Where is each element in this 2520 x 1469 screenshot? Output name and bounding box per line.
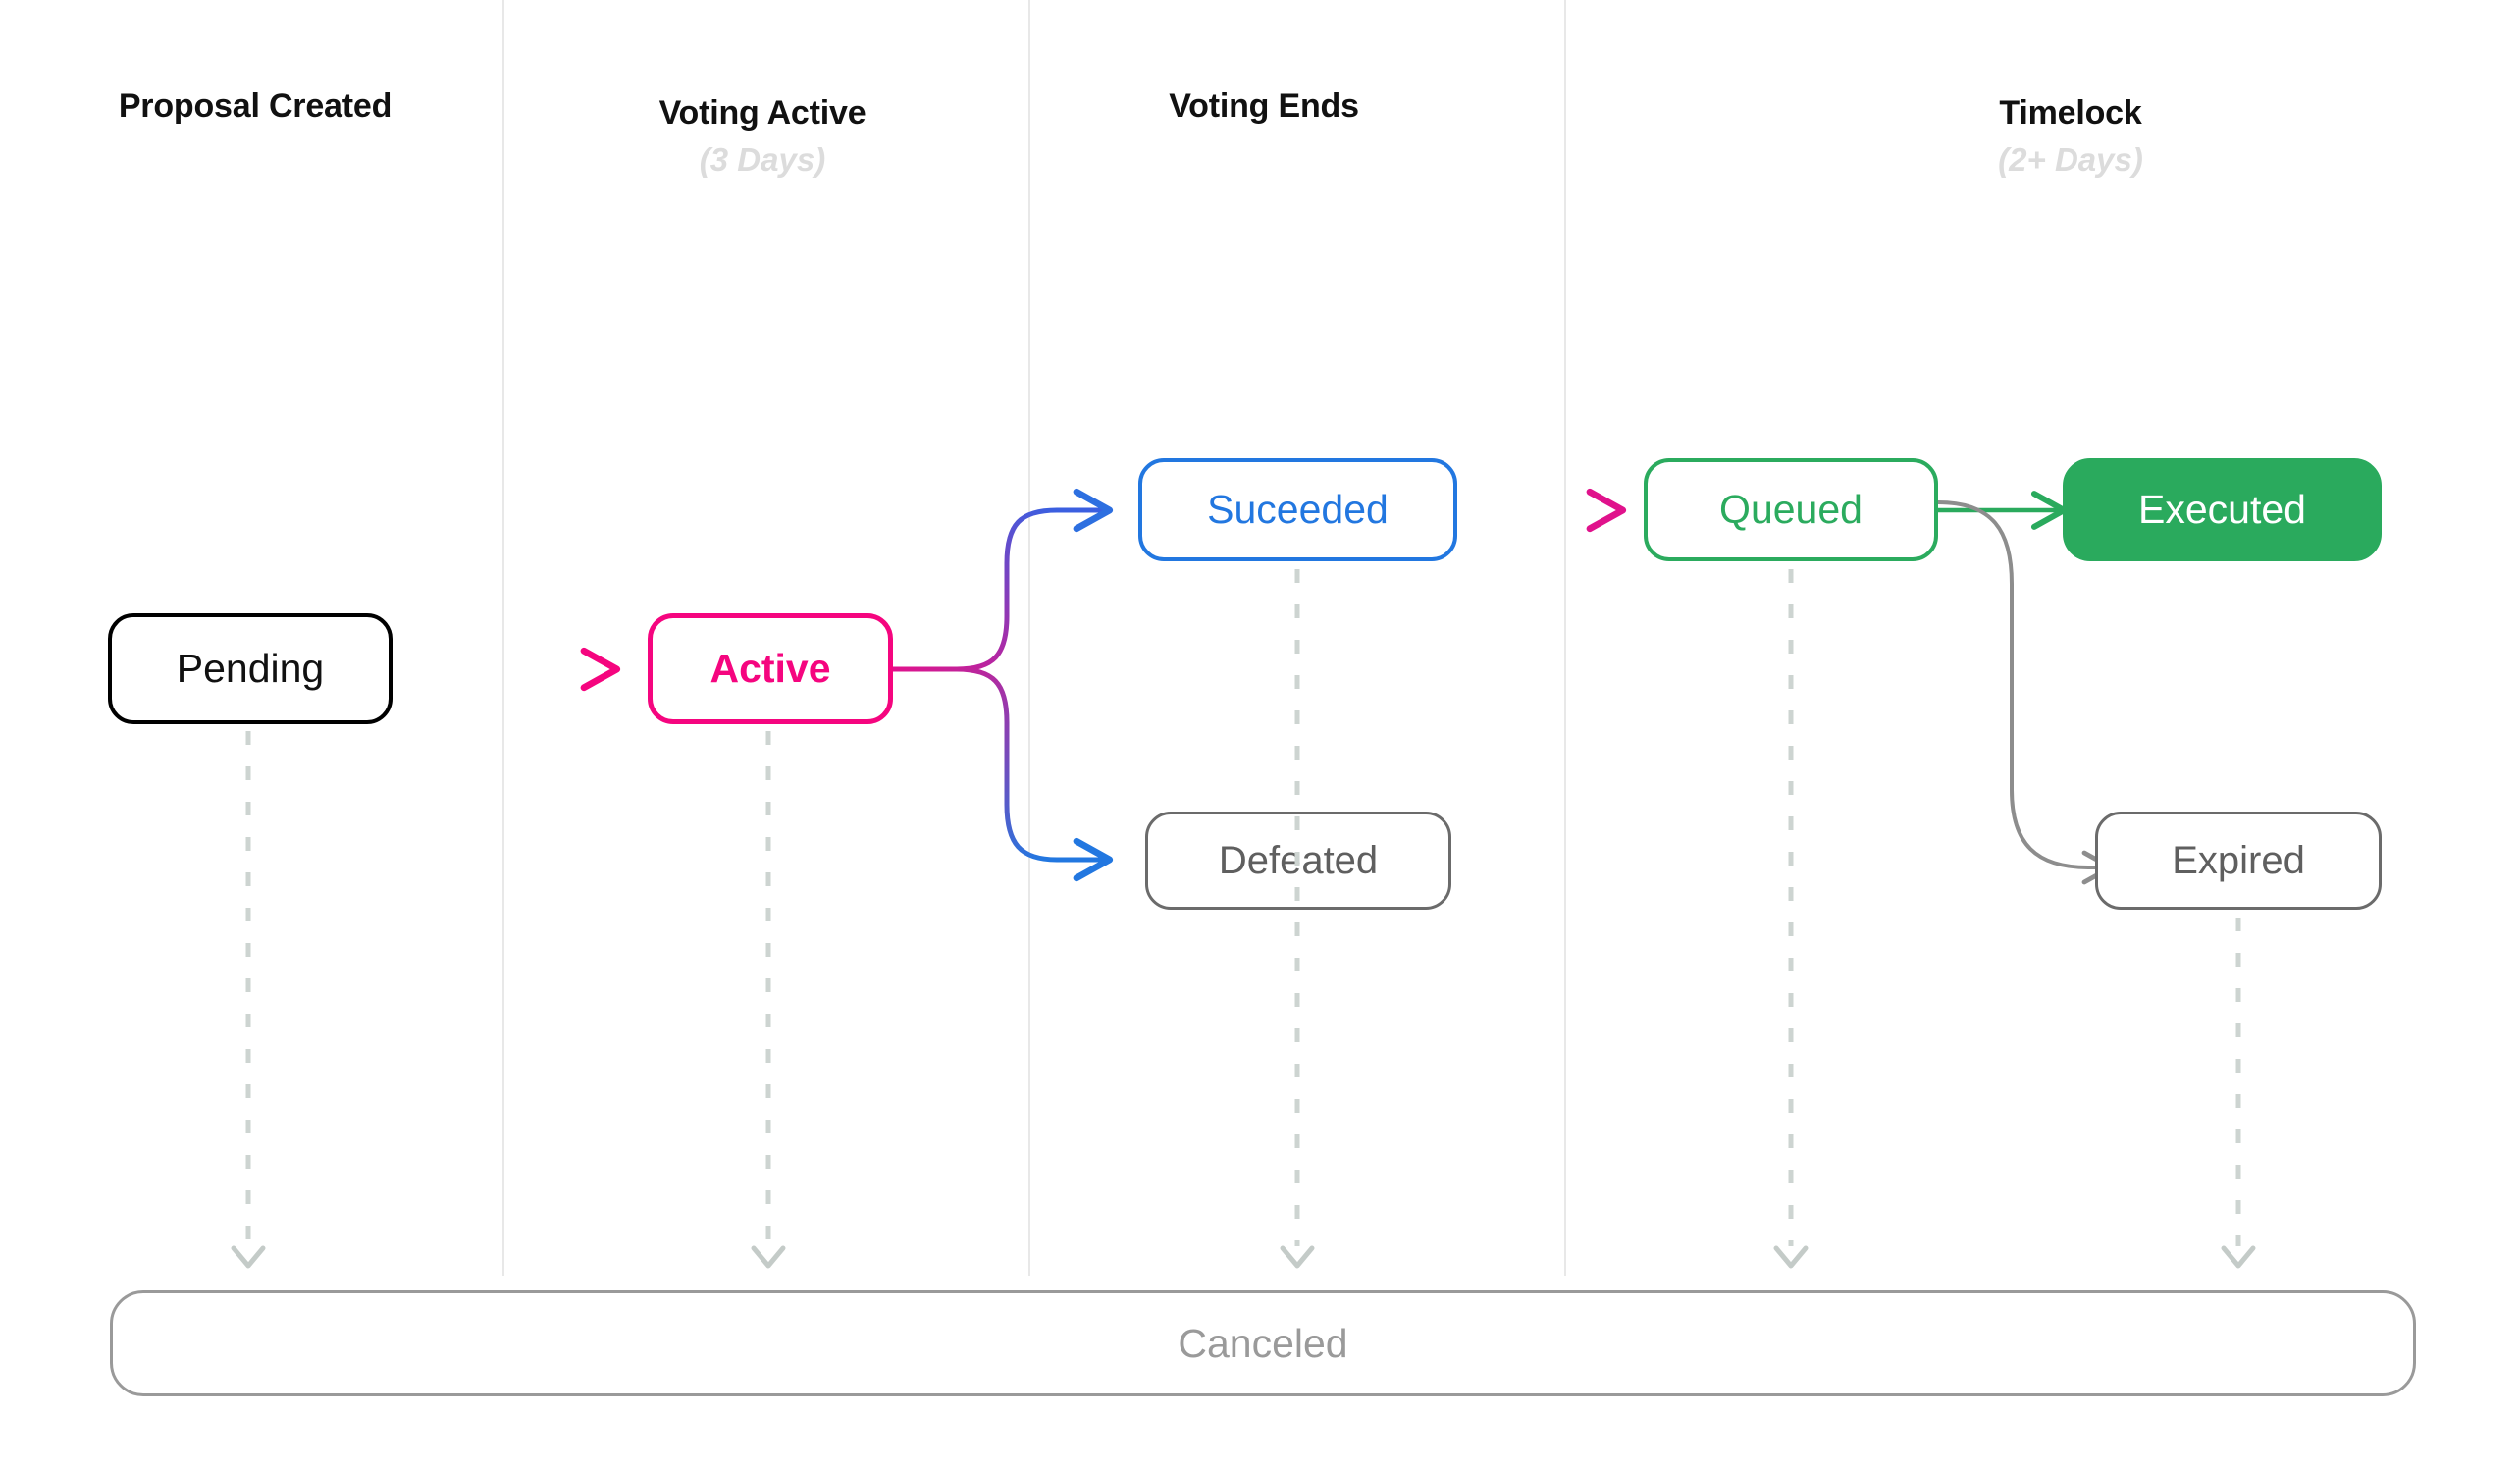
column-header-proposal-created: Proposal Created xyxy=(39,86,471,127)
node-executed[interactable]: Executed xyxy=(2063,458,2382,561)
edge-active-to-defeated xyxy=(893,666,1114,882)
node-expired[interactable]: Expired xyxy=(2095,812,2382,910)
node-label: Suceeded xyxy=(1207,487,1389,532)
node-suceeded[interactable]: Suceeded xyxy=(1138,458,1457,561)
node-active[interactable]: Active xyxy=(648,613,893,724)
column-divider-2 xyxy=(1028,0,1030,1276)
edge-queued-to-expired xyxy=(1937,500,2114,885)
column-divider-1 xyxy=(502,0,504,1276)
node-label: Expired xyxy=(2172,839,2305,882)
node-label: Queued xyxy=(1719,487,1863,532)
node-label: Active xyxy=(709,646,831,691)
column-title: Voting Ends xyxy=(1169,87,1359,125)
column-subtitle: (2+ Days) xyxy=(1998,140,2143,178)
node-label: Defeated xyxy=(1218,839,1379,882)
column-title: Voting Active xyxy=(658,94,866,131)
column-divider-3 xyxy=(1564,0,1566,1276)
column-header-timelock: Timelock (2+ Days) xyxy=(1855,93,2286,180)
node-defeated[interactable]: Defeated xyxy=(1145,812,1451,910)
column-title: Timelock xyxy=(1999,94,2142,131)
node-canceled[interactable]: Canceled xyxy=(110,1290,2416,1396)
column-header-voting-ends: Voting Ends xyxy=(1048,86,1480,127)
node-label: Executed xyxy=(2138,487,2306,532)
node-label: Canceled xyxy=(1178,1320,1348,1366)
node-pending[interactable]: Pending xyxy=(108,613,393,724)
edge-active-to-suceeded xyxy=(893,488,1114,672)
column-title: Proposal Created xyxy=(118,87,393,125)
node-queued[interactable]: Queued xyxy=(1644,458,1938,561)
node-label: Pending xyxy=(176,646,325,691)
column-subtitle: (3 Days) xyxy=(699,140,826,178)
column-header-voting-active: Voting Active (3 Days) xyxy=(551,93,973,180)
